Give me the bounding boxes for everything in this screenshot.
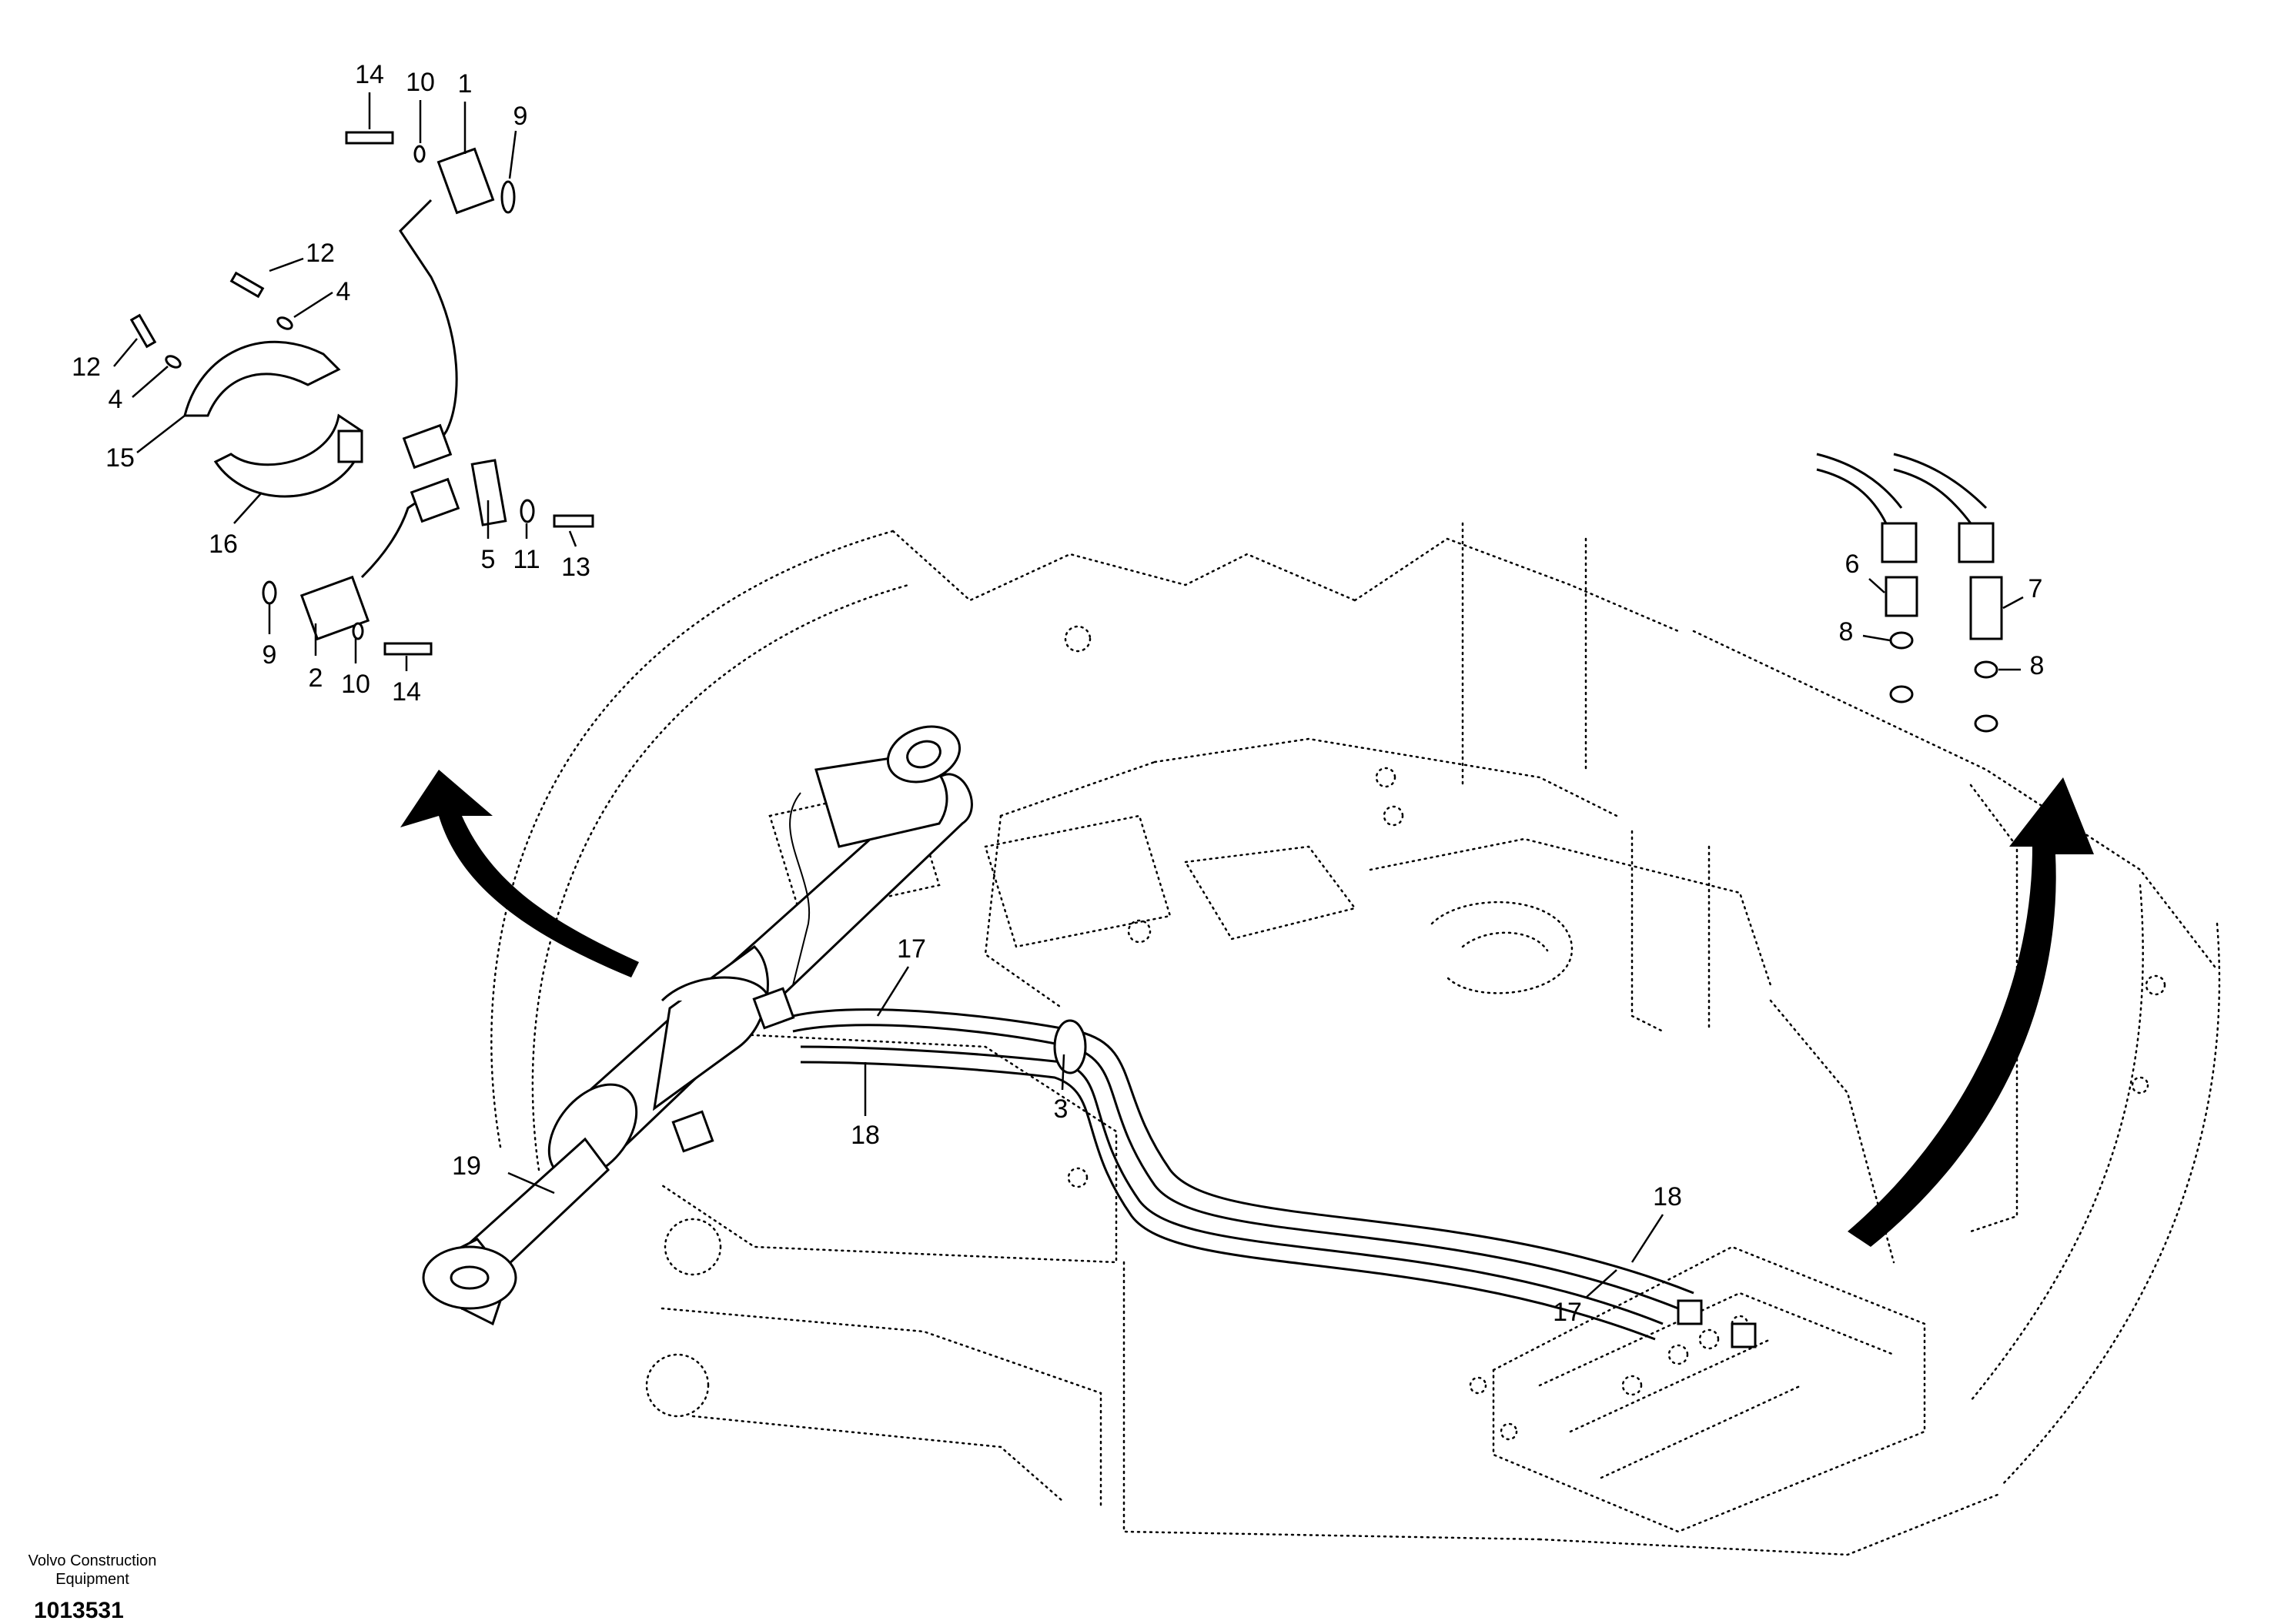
leader-lines [113, 92, 2024, 1298]
fittings-upper-right [1816, 453, 2003, 733]
callout-18: 18 [851, 1121, 880, 1150]
callout-19: 19 [452, 1151, 481, 1181]
small-parts-upper-left [129, 131, 594, 656]
pipe-2 [299, 477, 460, 641]
callout-17: 17 [897, 934, 926, 964]
callout-11: 11 [513, 545, 540, 574]
callout-12: 12 [306, 239, 335, 268]
callout-15: 15 [105, 443, 135, 473]
callout-18: 18 [1653, 1182, 1682, 1211]
brand-line-2: Equipment [55, 1571, 129, 1588]
callout-9: 9 [513, 102, 528, 131]
arrow-right [1848, 777, 2094, 1247]
document-number: 1013531 [34, 1598, 124, 1623]
callout-5: 5 [481, 545, 496, 574]
callout-4: 4 [336, 277, 351, 306]
callout-10: 10 [406, 68, 435, 97]
clamp-16 [213, 413, 363, 498]
callout-14: 14 [392, 677, 421, 707]
callout-9: 9 [263, 640, 277, 670]
callout-12: 12 [72, 353, 101, 382]
arrow-left [400, 770, 639, 977]
brand-label: Volvo Construction Equipment [15, 1552, 169, 1589]
pipe-1 [399, 147, 495, 469]
callout-1: 1 [458, 69, 473, 99]
brand-line-1: Volvo Construction [28, 1552, 157, 1569]
callout-10: 10 [341, 670, 370, 699]
callout-13: 13 [561, 553, 590, 582]
callout-3: 3 [1054, 1094, 1069, 1124]
callout-6: 6 [1845, 550, 1860, 579]
callout-17: 17 [1553, 1298, 1582, 1327]
clamp-15 [183, 340, 341, 417]
callout-14: 14 [355, 60, 384, 89]
callout-2: 2 [309, 663, 323, 693]
callout-4: 4 [109, 385, 123, 414]
callout-8: 8 [2030, 651, 2045, 680]
hoses-17-18 [792, 1008, 1757, 1348]
callout-8: 8 [1839, 617, 1854, 647]
upper-frame-outline [490, 522, 2221, 1556]
callout-7: 7 [2028, 574, 2043, 603]
callout-16: 16 [209, 530, 238, 559]
callout-labels: 14 10 1 9 12 4 12 4 15 16 5 11 13 9 2 10… [72, 60, 2044, 1327]
cylinder-clamps [661, 976, 795, 1153]
cylinder-19 [422, 725, 973, 1326]
